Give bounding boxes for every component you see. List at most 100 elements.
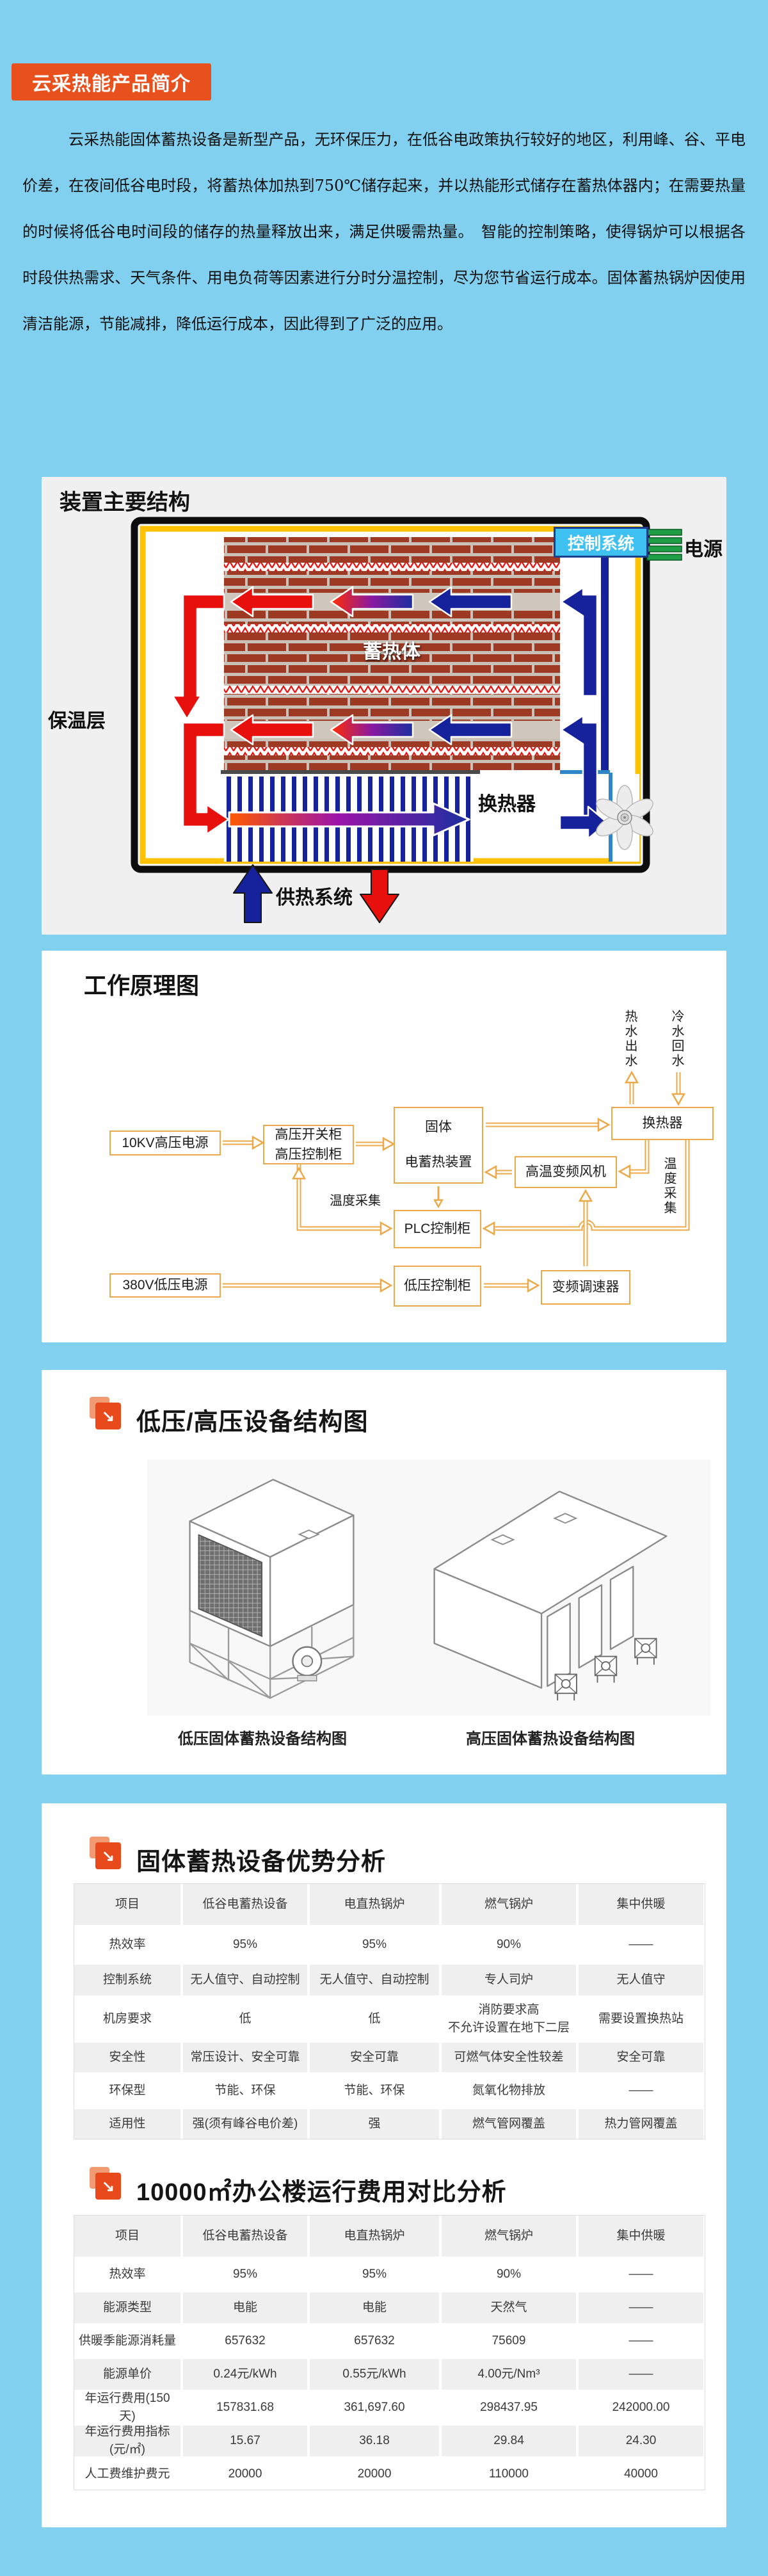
equipment-title: 低压/高压设备结构图 — [136, 1409, 369, 1436]
storage-body-label: 蓄热体 — [363, 641, 420, 663]
table-cell: 157831.68 — [183, 2392, 307, 2423]
table-cell: 机房要求 — [74, 1998, 180, 2040]
table-cell: —— — [579, 2292, 703, 2323]
table-header-cell: 低谷电蓄热设备 — [183, 2216, 307, 2257]
fan-icon — [596, 785, 653, 850]
table-cell: 24.30 — [579, 2426, 703, 2456]
table-cell: 95% — [310, 2259, 439, 2290]
section-badge-icon: ↘ — [90, 1397, 123, 1431]
table-header-cell: 集中供暖 — [579, 1884, 703, 1925]
table-cell: 657632 — [310, 2326, 439, 2356]
flow-box-hv-power: 10KV高压电源 — [109, 1131, 221, 1155]
structure-diagram-graphic — [131, 517, 682, 923]
table-row: 控制系统无人值守、自动控制无人值守、自动控制专人司炉无人值守 — [74, 1965, 705, 1995]
table-cell: 控制系统 — [74, 1965, 180, 1995]
table-cell: 燃气管网覆盖 — [442, 2109, 576, 2139]
low-voltage-structure-drawing — [189, 1479, 355, 1699]
table-header-cell: 低谷电蓄热设备 — [183, 1884, 307, 1925]
flow-box-hv-cabinet: 高压开关柜 高压控制柜 — [263, 1125, 354, 1164]
table-cell: —— — [579, 1928, 703, 1962]
table-cell: 供暖季能源消耗量 — [74, 2326, 180, 2356]
section-badge-icon: ↘ — [90, 2167, 123, 2202]
table-cell: 常压设计、安全可靠 — [183, 2043, 307, 2072]
table-cell: —— — [579, 2075, 703, 2107]
table-cell: 强(须有峰谷电价差) — [183, 2109, 307, 2139]
flow-box-vfd: 变频调速器 — [541, 1270, 630, 1305]
table-cell: 36.18 — [310, 2426, 439, 2456]
table-cell: 热效率 — [74, 1928, 180, 1962]
table-cell: 节能、环保 — [183, 2075, 307, 2107]
flow-box-lv-cabinet: 低压控制柜 — [394, 1266, 481, 1307]
control-system-box: 控制系统 — [554, 527, 648, 558]
table-cell: 361,697.60 — [310, 2392, 439, 2423]
table-cell: 无人值守 — [579, 1965, 703, 1995]
table-header-row: 项目低谷电蓄热设备电直热锅炉燃气锅炉集中供暖 — [74, 2216, 705, 2257]
temp-collect-label-1: 温度采集 — [330, 1194, 381, 1208]
table-cell: 适用性 — [74, 2109, 180, 2139]
low-voltage-caption: 低压固体蓄热设备结构图 — [178, 1730, 347, 1748]
table-cell: 4.00元/Nm³ — [442, 2359, 576, 2390]
table-cell: 298437.95 — [442, 2392, 576, 2423]
table-cell: 强 — [310, 2109, 439, 2139]
table-header-cell: 电直热锅炉 — [310, 2216, 439, 2257]
temp-collect-label-2: 温度采集 — [662, 1157, 676, 1216]
intro-paragraph: 云采热能固体蓄热设备是新型产品，无环保压力，在低谷电政策执行较好的地区，利用峰、… — [22, 131, 746, 333]
page-title: 云采热能产品简介 — [32, 73, 191, 95]
table-cell: 657632 — [183, 2326, 307, 2356]
table-cell: 低 — [310, 1998, 439, 2040]
table-cell: 安全性 — [74, 2043, 180, 2072]
table-row: 机房要求低低消防要求高 不允许设置在地下二层需要设置换热站 — [74, 1998, 705, 2040]
flow-box-plc: PLC控制柜 — [394, 1210, 481, 1248]
table-header-cell: 电直热锅炉 — [310, 1884, 439, 1925]
table-row: 安全性常压设计、安全可靠安全可靠可燃气体安全性较差安全可靠 — [74, 2043, 705, 2072]
table-cell: 无人值守、自动控制 — [310, 1965, 439, 1995]
table-cell: 90% — [442, 1928, 576, 1962]
table-cell: 安全可靠 — [310, 2043, 439, 2072]
table-cell: 年运行费用指标(元/㎡) — [74, 2425, 180, 2456]
table-cell: 75609 — [442, 2326, 576, 2356]
cost-title: 10000㎡办公楼运行费用对比分析 — [136, 2179, 507, 2206]
table-header-cell: 燃气锅炉 — [442, 2216, 576, 2257]
principle-title: 工作原理图 — [84, 972, 200, 999]
table-cell: —— — [579, 2326, 703, 2356]
hot-water-out-label: 热水出水 — [623, 1010, 637, 1068]
table-header-cell: 集中供暖 — [579, 2216, 703, 2257]
insulation-layer-label: 保温层 — [48, 711, 106, 732]
principle-flowchart-arrows — [223, 1070, 690, 1293]
table-header-row: 项目低谷电蓄热设备电直热锅炉燃气锅炉集中供暖 — [74, 1884, 705, 1925]
power-label: 电源 — [684, 539, 723, 560]
table-cell: 环保型 — [74, 2075, 180, 2107]
structure-diagram-title: 装置主要结构 — [60, 490, 190, 515]
table-cell: 年运行费用(150天) — [74, 2392, 180, 2423]
table-header-cell: 项目 — [74, 2216, 180, 2257]
advantage-title: 固体蓄热设备优势分析 — [136, 1849, 387, 1876]
table-cell: 0.24元/kWh — [183, 2359, 307, 2390]
table-cell: 40000 — [579, 2459, 703, 2490]
flow-box-lv-power: 380V低压电源 — [109, 1273, 221, 1298]
table-cell: 电能 — [183, 2292, 307, 2323]
table-cell: 低 — [183, 1998, 307, 2040]
flow-box-storage: 固体 电蓄热装置 — [394, 1107, 483, 1184]
table-cell: 95% — [310, 1928, 439, 1962]
table-cell: 能源单价 — [74, 2359, 180, 2390]
section-badge-icon: ↘ — [90, 1837, 123, 1871]
table-header-cell: 燃气锅炉 — [442, 1884, 576, 1925]
flow-box-fan: 高温变频风机 — [515, 1156, 617, 1188]
structure-section-card: 装置主要结构 保温层 蓄热体 控制系统 电源 换热器 供热系统 — [42, 477, 726, 935]
badge-arrow-icon: ↘ — [95, 2173, 121, 2200]
table-cell: 消防要求高 不允许设置在地下二层 — [442, 1998, 576, 2040]
high-voltage-structure-drawing — [433, 1490, 668, 1701]
table-cell: 人工费维护费元 — [74, 2459, 180, 2490]
table-cell: 需要设置换热站 — [579, 1998, 703, 2040]
table-cell: 0.55元/kWh — [310, 2359, 439, 2390]
badge-arrow-icon: ↘ — [95, 1842, 121, 1869]
table-cell: 95% — [183, 2259, 307, 2290]
heat-exchanger-label: 换热器 — [478, 794, 536, 815]
table-cell: 20000 — [183, 2459, 307, 2490]
